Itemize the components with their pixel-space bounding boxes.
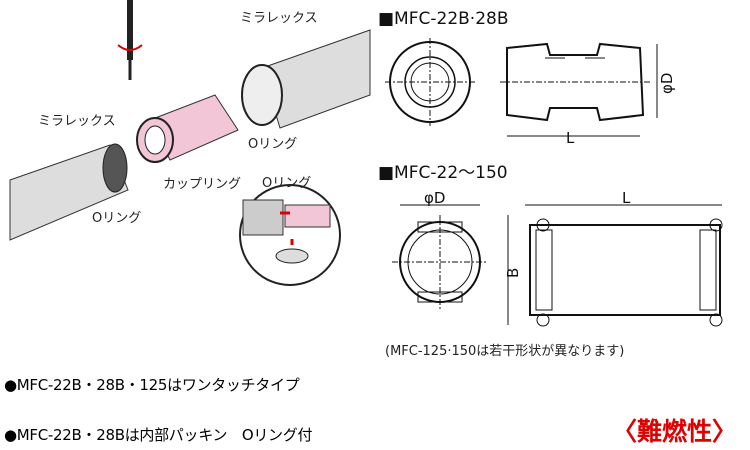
- mfc-22b-side-view: [500, 42, 658, 137]
- label-miralex-top: ミラレックス: [240, 11, 318, 26]
- section1-dim-diameter: φD: [658, 73, 676, 94]
- note-oring-included: ●MFC-22B・28Bは内部パッキン Oリング付: [4, 426, 313, 444]
- note-one-touch: ●MFC-22B・28B・125はワンタッチタイプ: [4, 376, 300, 394]
- mfc-22-side-view: [525, 204, 723, 327]
- label-miralex-left: ミラレックス: [38, 114, 116, 129]
- label-oring-right: Oリング: [248, 137, 297, 152]
- mfc-22b-end-view: [385, 38, 475, 126]
- section2-dim-height: B: [504, 268, 522, 278]
- section2-dim-length: L: [622, 189, 631, 207]
- coupling-illustration: [136, 94, 239, 163]
- section2-heading: ■MFC-22～150: [378, 163, 508, 183]
- conduit-right: [241, 29, 371, 129]
- section1-dim-length: L: [566, 129, 575, 147]
- screwdriver-icon: [117, 0, 143, 80]
- label-oring-left: Oリング: [92, 211, 141, 226]
- mfc-22-end-view: [392, 204, 509, 325]
- section2-dim-diameter: φD: [424, 189, 445, 207]
- flame-retardant-badge: 〈難燃性〉: [612, 417, 738, 446]
- section1-heading: ■MFC-22B·28B: [378, 9, 509, 29]
- conduit-left: [9, 143, 129, 241]
- oring-inset: [239, 184, 341, 286]
- label-coupling: カップリング: [163, 177, 241, 192]
- section2-note: (MFC-125·150は若干形状が異なります): [385, 343, 624, 359]
- label-oring-inset: Oリング: [262, 176, 311, 191]
